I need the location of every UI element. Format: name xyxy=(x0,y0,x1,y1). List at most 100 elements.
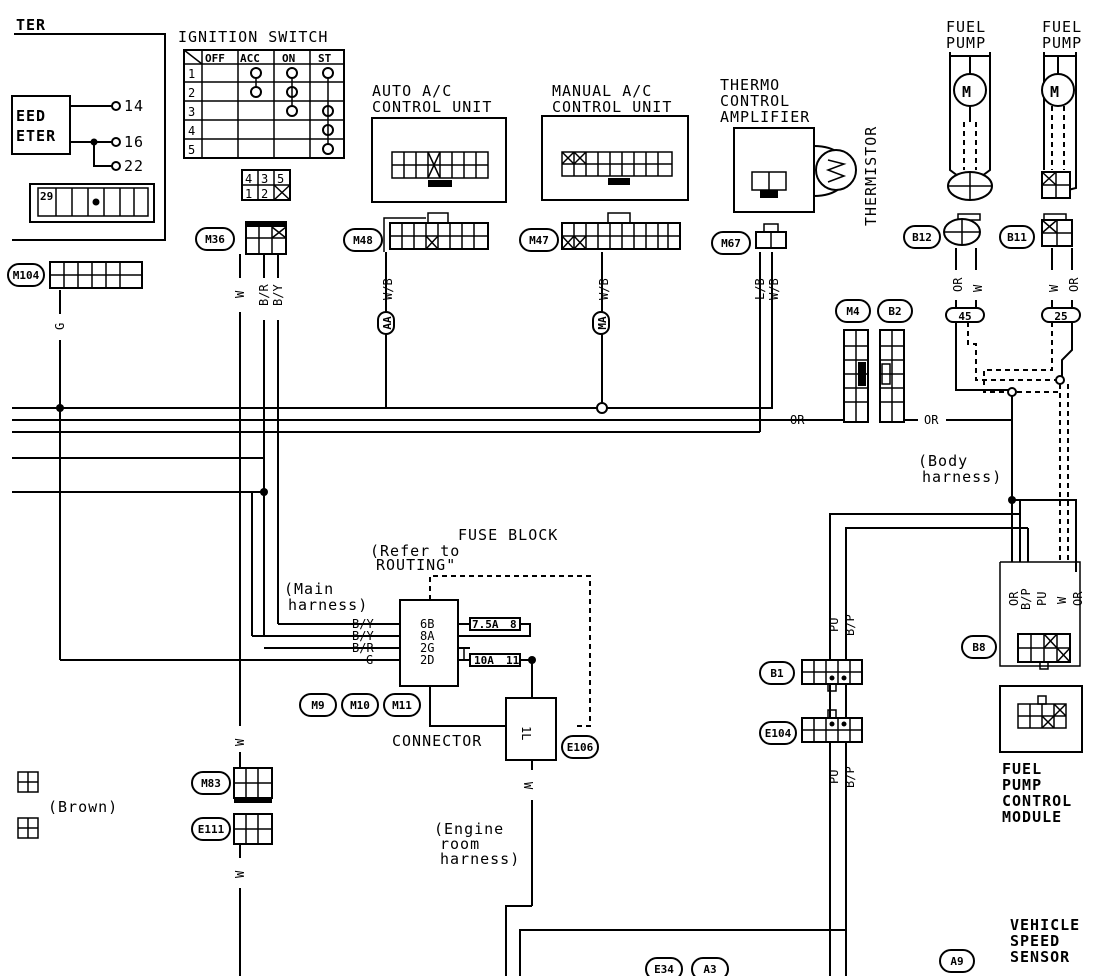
connector-m104: M104 xyxy=(7,261,143,289)
meter-title: TER xyxy=(16,16,46,34)
upper-bus-wires xyxy=(12,404,838,496)
thermo-control-amplifier: THERMO CONTROL AMPLIFIER THERMISTOR xyxy=(720,76,880,226)
connector-a3-label: A3 xyxy=(703,963,716,976)
body-harness-line2: harness) xyxy=(922,468,1002,486)
thermo-label-3: AMPLIFIER xyxy=(720,108,810,126)
wire-color-or-b8-2: OR xyxy=(1071,591,1085,606)
ignition-header-off: OFF xyxy=(205,52,225,65)
connector-b11-label: B11 xyxy=(1007,231,1027,244)
svg-text:AA: AA xyxy=(381,316,394,330)
fuse-pin-2g: 2G xyxy=(420,641,434,655)
connector-b1-label: B1 xyxy=(770,667,784,680)
connector-pin-1l: 1L xyxy=(519,726,533,740)
connector-label: CONNECTOR xyxy=(392,732,482,750)
ignition-header-acc: ACC xyxy=(240,52,260,65)
fuse-connectors: M9 M10 M11 xyxy=(299,693,421,717)
connector-m4: M4 xyxy=(835,299,871,423)
connector-m48: M48 xyxy=(343,212,489,252)
wire-color-pu-b8: PU xyxy=(1035,592,1049,606)
wire-color-pu-b1: PU xyxy=(827,618,841,632)
wire-color-bp-b8: B/P xyxy=(1019,588,1033,610)
main-harness-line1: (Main xyxy=(284,580,334,598)
wire-color-w-m83: W xyxy=(233,738,247,746)
vss-label-2: SPEED xyxy=(1010,932,1060,950)
connector-e104-label: E104 xyxy=(765,727,792,740)
fuel-pump-1: FUEL PUMP M xyxy=(946,18,993,201)
fuel-pump-1-label-2: PUMP xyxy=(946,34,986,52)
wire-color-w-e106: W xyxy=(521,782,535,790)
meter-connector: 29 xyxy=(29,183,155,223)
ignition-row-2: 2 xyxy=(188,86,195,100)
fuse-pin-8a: 8A xyxy=(420,629,435,643)
svg-text:3: 3 xyxy=(261,172,268,186)
fpcm-label-1: FUEL xyxy=(1002,760,1042,778)
fpcm-label-3: CONTROL xyxy=(1002,792,1072,810)
node-45: 45 xyxy=(945,307,985,323)
connector-b8: B8 xyxy=(961,633,1071,670)
svg-text:MA: MA xyxy=(596,316,609,330)
pump-2-motor-icon: M xyxy=(1050,83,1060,101)
bottom-connectors: E34 A3 xyxy=(645,957,729,976)
wire-color-w-b12: W xyxy=(971,284,985,292)
fuel-pump-2-label-1: FUEL xyxy=(1042,18,1082,36)
connector-e104: E104 xyxy=(759,709,863,745)
connector-e111-label: E111 xyxy=(198,823,225,836)
meter-terminal-14: 14 xyxy=(124,97,144,115)
wire-color-wb-m67: W/B xyxy=(767,278,781,300)
thermo-label-2: CONTROL xyxy=(720,92,790,110)
thermo-label-1: THERMO xyxy=(720,76,780,94)
connector-e106-label: E106 xyxy=(567,741,594,754)
meter-connector-pin: 29 xyxy=(40,190,53,203)
connector-m83: M83 xyxy=(191,767,273,803)
wire-color-bp-b1: B/P xyxy=(843,614,857,636)
svg-text:harness): harness) xyxy=(440,850,520,868)
fuse-rating-10a: 10A xyxy=(474,654,494,667)
connector-b1: B1 xyxy=(759,659,863,692)
wire-color-w-e111: W xyxy=(233,870,247,878)
connector-m47: M47 xyxy=(519,212,681,252)
vss-label-1: VEHICLE xyxy=(1010,916,1080,934)
wire-color-or-b8: OR xyxy=(1007,591,1021,606)
fuse-block: FUSE BLOCK (Refer to ROUTING" (Main harn… xyxy=(60,526,591,727)
fpcm-label-4: MODULE xyxy=(1002,808,1062,826)
fuse-rating-7-5a: 7.5A xyxy=(472,618,499,631)
fuse-wire-by-1: B/Y xyxy=(352,617,374,631)
svg-text:25: 25 xyxy=(1054,310,1067,323)
auto-ac-control-unit: AUTO A/C CONTROL UNIT xyxy=(371,82,507,203)
connector-m48-label: M48 xyxy=(353,234,373,247)
wire-color-g-m104: G xyxy=(53,323,67,330)
connector-b12: B12 xyxy=(903,213,981,249)
wire-color-pu-e104: PU xyxy=(827,770,841,784)
wire-color-by-m36: B/Y xyxy=(271,284,285,306)
brown-connector: (Brown) xyxy=(17,771,118,839)
fuse-refer-line1: (Refer to xyxy=(370,542,460,560)
wire-color-or-m4: OR xyxy=(790,413,805,427)
svg-text:4: 4 xyxy=(245,172,252,186)
brown-label: (Brown) xyxy=(48,798,118,816)
connector-m10-label: M10 xyxy=(350,699,370,712)
connector-e34-label: E34 xyxy=(654,963,674,976)
connector-m67: M67 xyxy=(711,223,787,255)
fuse-pin-2d: 2D xyxy=(420,653,434,667)
vss-label-3: SENSOR xyxy=(1010,948,1070,966)
connector-m36-face: 4 3 5 1 2 xyxy=(241,169,291,201)
connector-b2: B2 xyxy=(877,299,913,423)
wire-color-w-b8: W xyxy=(1055,596,1069,604)
ignition-switch: IGNITION SWITCH OFF ACC ON ST 1 2 3 4 5 xyxy=(178,28,345,159)
connector-m47-label: M47 xyxy=(529,234,549,247)
connector-b12-label: B12 xyxy=(912,231,932,244)
connector-b8-label: B8 xyxy=(972,641,985,654)
connector-b2-label: B2 xyxy=(888,305,901,318)
svg-text:45: 45 xyxy=(958,310,971,323)
fuse-wire-br: B/R xyxy=(352,641,374,655)
connector-m36-label: M36 xyxy=(205,233,225,246)
svg-text:2: 2 xyxy=(261,187,268,201)
wire-color-w-b11: W xyxy=(1047,284,1061,292)
fuse-connector-1l: 1L CONNECTOR E106 W xyxy=(392,686,599,976)
ignition-row-1: 1 xyxy=(188,67,195,81)
main-harness-line2: harness) xyxy=(288,596,368,614)
fuel-pump-1-label-1: FUEL xyxy=(946,18,986,36)
connector-a9-label: A9 xyxy=(950,955,963,968)
meter-terminal-22: 22 xyxy=(124,157,144,175)
